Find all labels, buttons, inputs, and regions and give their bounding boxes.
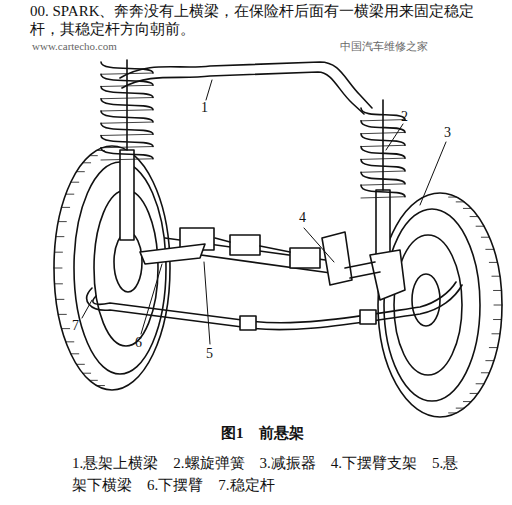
note-text: 00. SPARK、奔奔没有上横梁，在保险杆后面有一横梁用来固定稳定杆，其稳定杆… xyxy=(30,2,500,38)
callout-number: 6 xyxy=(135,335,142,352)
watermark: www.cartecho.com xyxy=(32,40,117,53)
callout-number: 3 xyxy=(444,125,451,142)
left-wheel xyxy=(54,146,170,390)
callout-number: 4 xyxy=(299,210,306,227)
watermark: 中国汽车维修之家 xyxy=(340,40,428,53)
callout-number: 1 xyxy=(201,100,208,117)
callout-number: 2 xyxy=(401,109,408,126)
parts-list: 1.悬架上横梁 2.螺旋弹簧 3.减振器 4.下摆臂支架 5.悬架下横梁 6.下… xyxy=(72,452,462,496)
right-wheel xyxy=(378,193,502,417)
figure-caption: 图1 前悬架 xyxy=(221,424,304,442)
callout-number: 5 xyxy=(206,346,213,363)
leader-lines xyxy=(82,80,446,344)
callout-number: 7 xyxy=(72,318,79,335)
